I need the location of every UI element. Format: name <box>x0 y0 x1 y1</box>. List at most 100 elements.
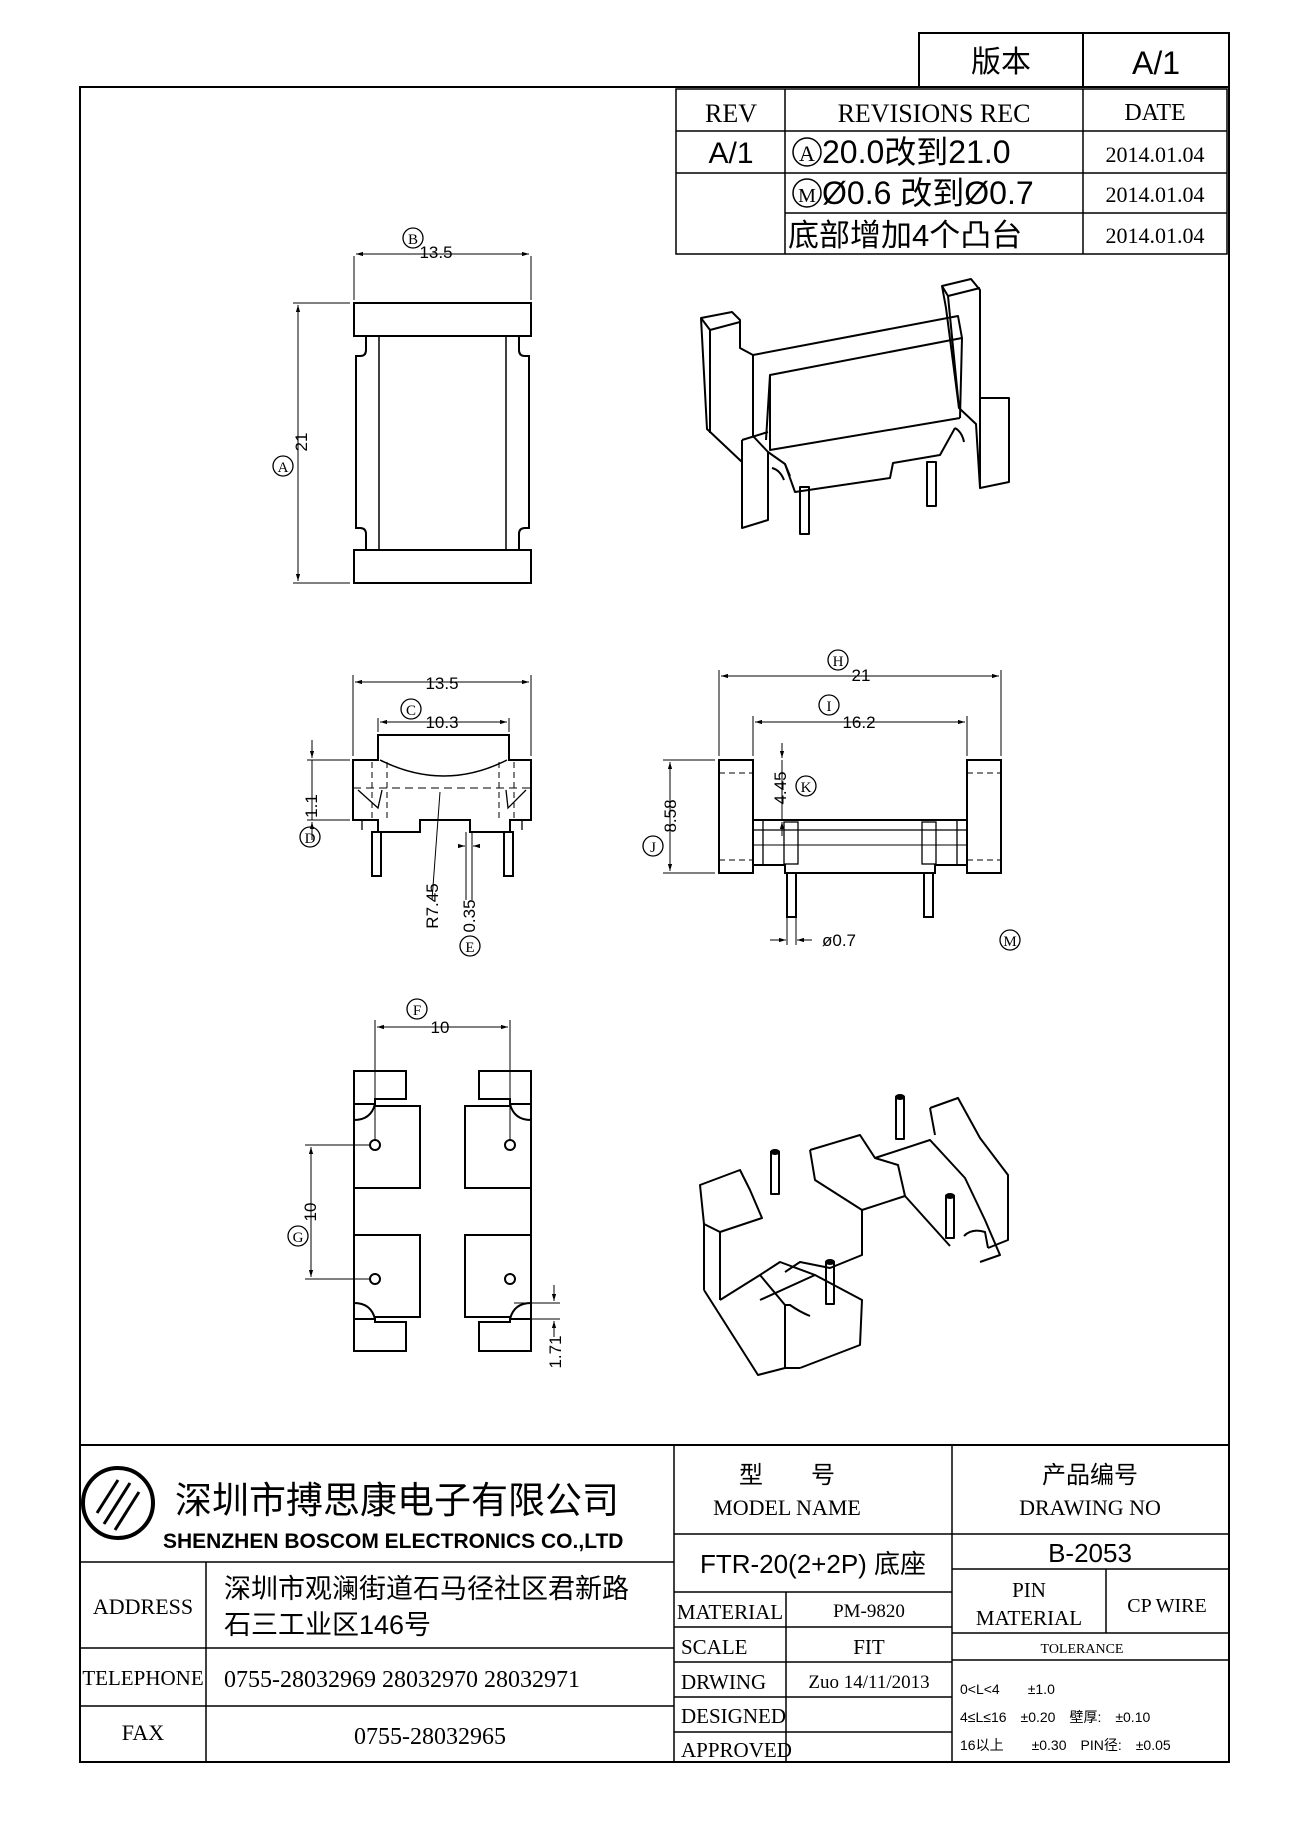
dimension-value: 21 <box>292 433 311 452</box>
scale-label: SCALE <box>681 1635 748 1659</box>
side-view <box>718 759 1002 918</box>
revisions-table <box>675 88 1228 255</box>
dimension-marker-label: B <box>408 232 418 248</box>
isometric-view-bottom <box>699 1094 1009 1376</box>
dimension-value: 10 <box>301 1203 320 1222</box>
dimension-marker <box>400 698 422 720</box>
designed-label: DESIGNED <box>681 1704 786 1728</box>
address-line-2: 石三工业区146号 <box>224 1610 431 1640</box>
bottom-view <box>353 1070 532 1352</box>
dimension-value: 4.45 <box>771 771 790 804</box>
dimension-marker-label: K <box>801 780 812 796</box>
dimension-marker <box>999 929 1021 951</box>
dimension-marker-label: H <box>833 654 844 670</box>
dimension-marker-label: J <box>650 840 656 856</box>
revision-date: 2014.01.04 <box>1106 182 1205 207</box>
pin-label: PIN <box>1012 1578 1046 1602</box>
dimension-value: ø0.7 <box>822 931 856 950</box>
isometric-view-top <box>700 278 1010 535</box>
pin-material-label: MATERIAL <box>976 1606 1082 1630</box>
revision-marker <box>792 178 822 208</box>
revision-marker-label: A <box>799 141 815 166</box>
fax-value: 0755-28032965 <box>354 1724 506 1750</box>
approved-label: APPROVED <box>681 1738 792 1762</box>
revision-row-3: 底部增加4个凸台 2014.01.04 <box>788 218 1205 253</box>
dimension-marker <box>299 826 321 848</box>
tolerance-row-3: 16以上 ±0.30 PIN径: ±0.05 <box>960 1737 1171 1753</box>
dimension-marker <box>406 998 428 1020</box>
dimension-value: 1.71 <box>546 1335 565 1368</box>
version-box <box>918 32 1230 88</box>
model-value: FTR-20(2+2P) 底座 <box>700 1549 926 1579</box>
dimension-marker-label: A <box>278 460 289 476</box>
side-view-dimensions <box>663 670 1002 945</box>
model-label-en: MODEL NAME <box>713 1495 861 1520</box>
dimension-value: 16.2 <box>842 713 875 732</box>
dimension-value: 21 <box>852 666 871 685</box>
dimension-marker-label: D <box>305 831 316 847</box>
front-view-dimensions <box>307 675 532 901</box>
dimension-marker <box>459 935 481 957</box>
company-name-cn: 深圳市搏思康电子有限公司 <box>175 1480 619 1521</box>
dimension-marker <box>795 775 817 797</box>
dimension-marker-label: I <box>827 699 832 715</box>
revision-text: 底部增加4个凸台 <box>788 218 1022 253</box>
drawing-number: B-2053 <box>1048 1538 1132 1568</box>
revision-row-1: A 20.0改到21.0 2014.01.04 <box>792 134 1205 170</box>
drawing-border <box>79 86 1230 1763</box>
top-view-dimensions <box>293 251 532 584</box>
dimension-value: 8.58 <box>661 799 680 832</box>
front-view <box>352 734 532 877</box>
revision-date: 2014.01.04 <box>1106 223 1205 248</box>
company-name-en: SHENZHEN BOSCOM ELECTRONICS CO.,LTD <box>163 1530 623 1553</box>
dimension-value: 0.35 <box>460 899 479 932</box>
model-label-cn: 型 号 <box>739 1462 835 1489</box>
telephone-value: 0755-28032969 28032970 28032971 <box>224 1667 580 1693</box>
company-logo <box>81 1466 155 1540</box>
dimension-value: 1.1 <box>302 794 321 818</box>
version-label: 版本 <box>971 46 1031 79</box>
dimension-marker <box>287 1225 309 1247</box>
fax-label: FAX <box>122 1720 164 1745</box>
dimension-marker-label: G <box>293 1230 304 1246</box>
version-value: A/1 <box>1132 45 1180 81</box>
title-block <box>80 1444 1229 1762</box>
tolerance-label: TOLERANCE <box>1041 1642 1124 1657</box>
pin-material-value: CP WIRE <box>1127 1595 1206 1617</box>
tolerance-row-2: 4≤L≤16 ±0.20 壁厚: ±0.10 <box>960 1709 1150 1725</box>
revision-date: 2014.01.04 <box>1106 142 1205 167</box>
revision-marker <box>792 137 822 167</box>
dimension-value: 10.3 <box>425 713 458 732</box>
material-value: PM-9820 <box>833 1601 905 1622</box>
dimension-value: 10 <box>431 1018 450 1037</box>
drwing-label: DRWING <box>681 1670 766 1694</box>
drawing-label-cn: 产品编号 <box>1042 1462 1138 1489</box>
scale-value: FIT <box>853 1635 885 1659</box>
dimension-value: 13.5 <box>419 243 452 262</box>
tolerance-row-1: 0<L<4 ±1.0 <box>960 1681 1055 1697</box>
material-label: MATERIAL <box>677 1600 783 1624</box>
address-label: ADDRESS <box>93 1594 193 1619</box>
dimension-marker-label: C <box>406 703 416 719</box>
dimension-marker <box>642 835 664 857</box>
address-line-1: 深圳市观澜街道石马径社区君新路 <box>224 1574 629 1604</box>
dimension-value: R7.45 <box>423 883 442 928</box>
dimension-marker-label: F <box>413 1003 421 1019</box>
dimension-value: 13.5 <box>425 674 458 693</box>
rev-value: A/1 <box>708 137 753 170</box>
revisions-rec-header: REVISIONS REC <box>838 99 1031 128</box>
top-view <box>353 302 532 584</box>
dimension-marker <box>272 455 294 477</box>
drwing-value: Zuo 14/11/2013 <box>808 1672 929 1693</box>
telephone-label: TELEPHONE <box>82 1666 203 1690</box>
bottom-view-dimensions <box>305 1020 560 1337</box>
date-header: DATE <box>1124 100 1185 126</box>
dimension-marker <box>818 694 840 716</box>
drawing-label-en: DRAWING NO <box>1019 1495 1161 1520</box>
revision-text: 20.0改到21.0 <box>822 134 1011 170</box>
dimension-marker-label: M <box>1003 934 1016 950</box>
revision-text: Ø0.6 改到Ø0.7 <box>822 175 1034 211</box>
revision-row-2: M Ø0.6 改到Ø0.7 2014.01.04 <box>792 175 1205 211</box>
rev-header: REV <box>705 99 757 128</box>
